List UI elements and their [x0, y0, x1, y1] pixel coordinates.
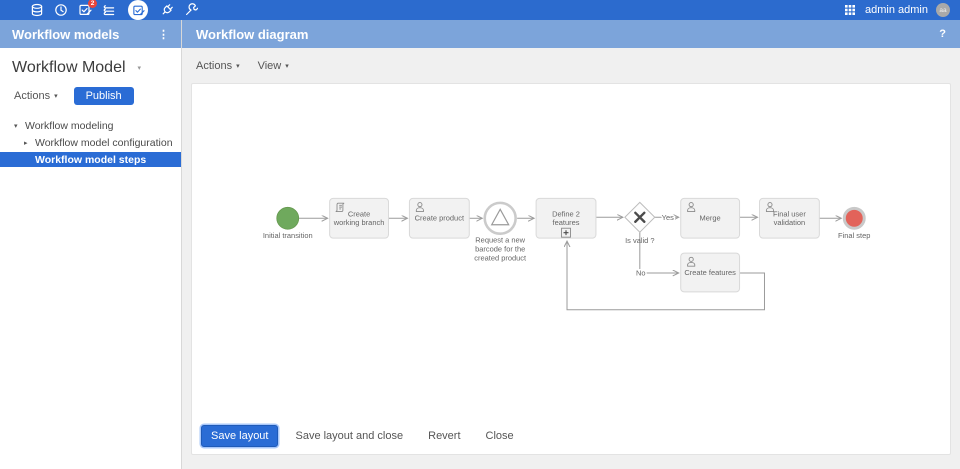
- save-layout-button[interactable]: Save layout: [201, 425, 279, 447]
- actions-dropdown-label: Actions: [14, 90, 51, 102]
- content: Workflow models ⋮ Workflow Model ▾ Actio…: [0, 20, 960, 469]
- chevron-down-icon: ▾: [54, 93, 58, 100]
- menu-label: View: [257, 59, 282, 72]
- flow-edge: [639, 232, 679, 273]
- close-button[interactable]: Close: [478, 426, 522, 446]
- node-label: validation: [774, 218, 806, 227]
- data-icon[interactable]: [102, 3, 116, 17]
- node-t4-task[interactable]: Merge: [680, 197, 741, 239]
- clock-icon[interactable]: [54, 3, 68, 17]
- sidebar-header: Workflow models ⋮: [0, 20, 181, 48]
- record-title: Workflow Model: [12, 59, 126, 76]
- user-icon: [687, 202, 696, 212]
- sidebar-action-row: Actions ▾ Publish: [14, 87, 181, 105]
- tree-item-workflow-modeling[interactable]: ▾ Workflow modeling: [0, 118, 181, 133]
- topbar-icons: 2: [30, 0, 198, 20]
- node-label: Initial transition: [263, 231, 313, 240]
- flow-label-no: No: [636, 268, 646, 277]
- node-label: Request a new: [475, 236, 525, 245]
- actions-dropdown[interactable]: Actions ▾: [14, 90, 58, 102]
- sidebar-title: Workflow models: [12, 26, 120, 42]
- chevron-down-icon: ▾: [285, 62, 289, 70]
- signal-triangle-icon: [490, 208, 510, 226]
- tree-item-workflow-model-steps[interactable]: Workflow model steps: [0, 152, 181, 167]
- node-end-end-event[interactable]: Final step: [838, 206, 870, 240]
- node-start-start-event[interactable]: Initial transition: [263, 206, 313, 240]
- user-icon: [687, 256, 696, 267]
- node-label: barcode for the: [475, 245, 525, 254]
- footer-buttons: Save layout Save layout and close Revert Cl…: [201, 425, 522, 447]
- record-title-row: Workflow Model ▾: [12, 59, 181, 77]
- chevron-down-icon[interactable]: ▾: [137, 65, 142, 72]
- apps-grid-icon[interactable]: [843, 3, 857, 17]
- node-label: Create: [348, 209, 370, 218]
- avatar[interactable]: aa: [936, 3, 950, 17]
- tree-item-workflow-model-configuration[interactable]: ▸ Workflow model configuration: [0, 135, 181, 150]
- tree-caret-icon[interactable]: ▸: [24, 139, 28, 147]
- sidebar-tree: ▾ Workflow modeling ▸ Workflow model config…: [0, 118, 181, 169]
- kebab-menu-icon[interactable]: ⋮: [158, 28, 169, 41]
- tree-caret-icon[interactable]: ▾: [14, 122, 18, 130]
- node-t2-task[interactable]: Create product: [408, 197, 470, 239]
- plug-icon[interactable]: [160, 3, 174, 17]
- node-label: Is valid ?: [625, 236, 654, 245]
- node-label: Define 2: [552, 209, 580, 218]
- tree-item-label: Workflow model configuration: [35, 136, 173, 149]
- exclusive-x-icon: [634, 211, 646, 223]
- node-label: Merge: [700, 214, 721, 223]
- help-icon[interactable]: ?: [939, 28, 946, 40]
- node-label: Final user: [773, 209, 806, 218]
- node-label: Create features: [684, 268, 736, 277]
- node-label: created product: [474, 254, 527, 263]
- database-icon[interactable]: [30, 3, 44, 17]
- topbar-right: admin admin aa: [843, 3, 950, 17]
- main-title: Workflow diagram: [196, 26, 309, 42]
- user-icon: [765, 202, 775, 212]
- user-icon: [415, 202, 424, 212]
- save-layout-and-close-button[interactable]: Save layout and close: [287, 426, 411, 446]
- node-label: working branch: [333, 218, 385, 227]
- script-icon: [335, 202, 345, 212]
- node-t6-task[interactable]: Create features: [680, 252, 741, 293]
- tree-item-label: Workflow model steps: [35, 153, 147, 166]
- wrench-icon[interactable]: [184, 3, 198, 17]
- menu-actions[interactable]: Actions▾: [196, 60, 240, 72]
- plus-glyph: [563, 230, 569, 236]
- publish-button[interactable]: Publish: [73, 87, 134, 105]
- user-name[interactable]: admin admin: [865, 4, 928, 16]
- sidebar: Workflow models ⋮ Workflow Model ▾ Actio…: [0, 20, 182, 469]
- main-header: Workflow diagram ?: [182, 20, 960, 48]
- flow-edge: [567, 241, 765, 311]
- menu-view[interactable]: View▾: [258, 60, 289, 72]
- menu-label: Actions: [196, 59, 233, 72]
- node-label: features: [553, 218, 580, 227]
- workflow-icon[interactable]: [128, 0, 148, 20]
- node-gw-gateway[interactable]: Is valid ?: [624, 201, 656, 245]
- node-label: Create product: [415, 214, 465, 223]
- tasks-icon[interactable]: 2: [78, 0, 97, 17]
- revert-button[interactable]: Revert: [420, 426, 468, 446]
- topbar: 2 admin admin aa: [0, 0, 960, 20]
- notification-badge: 2: [88, 0, 97, 8]
- node-label: Final step: [838, 231, 870, 240]
- flow-label-yes: Yes: [662, 213, 674, 222]
- chevron-down-icon: ▾: [236, 62, 240, 70]
- menubar: Actions▾View▾: [182, 48, 960, 83]
- tree-item-label: Workflow modeling: [25, 119, 114, 132]
